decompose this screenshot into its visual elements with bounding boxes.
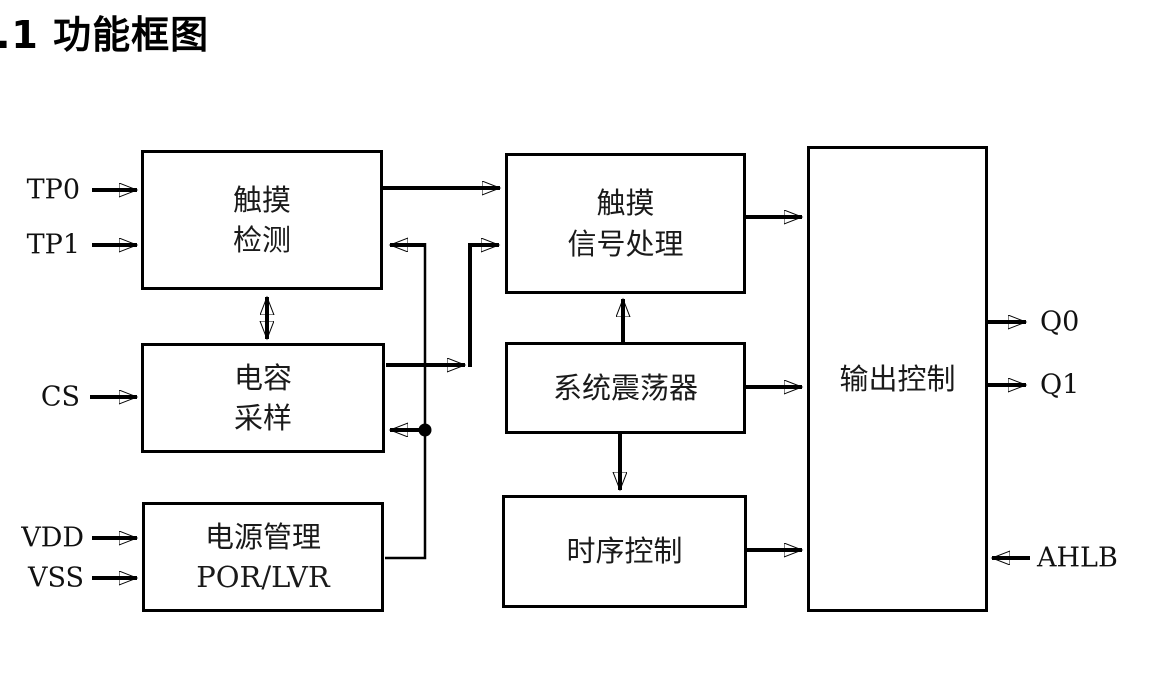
block-label: 采样	[233, 401, 292, 435]
block-label: 信号处理	[567, 226, 684, 261]
block-touch-detect: 触摸 检测	[141, 150, 383, 290]
block-sys-osc: 系统震荡器	[505, 342, 746, 434]
pin-label-vdd: VDD	[21, 522, 84, 554]
wire-powermgmt-riser	[385, 243, 427, 560]
block-timing-ctrl: 时序控制	[502, 495, 747, 608]
block-label: 电容	[233, 360, 292, 395]
pin-label-q0: Q0	[1040, 306, 1080, 338]
block-touch-signal: 触摸 信号处理	[505, 153, 746, 294]
block-label: 系统震荡器	[552, 370, 698, 405]
wire-capsample-to-touchsignal	[468, 245, 499, 367]
pin-label-tp1: TP1	[26, 229, 80, 261]
block-label: 时序控制	[566, 534, 683, 569]
junction-dot	[418, 423, 432, 437]
pin-label-q1: Q1	[1040, 369, 1080, 401]
block-label: 检测	[232, 223, 291, 257]
section-heading: .1 功能框图	[0, 13, 210, 57]
pin-label-vss: VSS	[27, 562, 84, 594]
pin-label-tp0: TP0	[26, 174, 80, 206]
pin-label-cs: CS	[40, 381, 80, 413]
block-output-ctrl: 输出控制	[807, 146, 988, 612]
pin-label-ahlb: AHLB	[1037, 542, 1118, 574]
block-cap-sample: 电容 采样	[141, 343, 385, 453]
block-label: 输出控制	[839, 361, 956, 396]
block-label: POR/LVR	[196, 560, 330, 594]
block-power-mgmt: 电源管理 POR/LVR	[142, 502, 384, 612]
block-label: 触摸	[596, 186, 655, 221]
block-label: 触摸	[232, 182, 291, 217]
block-label: 电源管理	[204, 519, 321, 554]
